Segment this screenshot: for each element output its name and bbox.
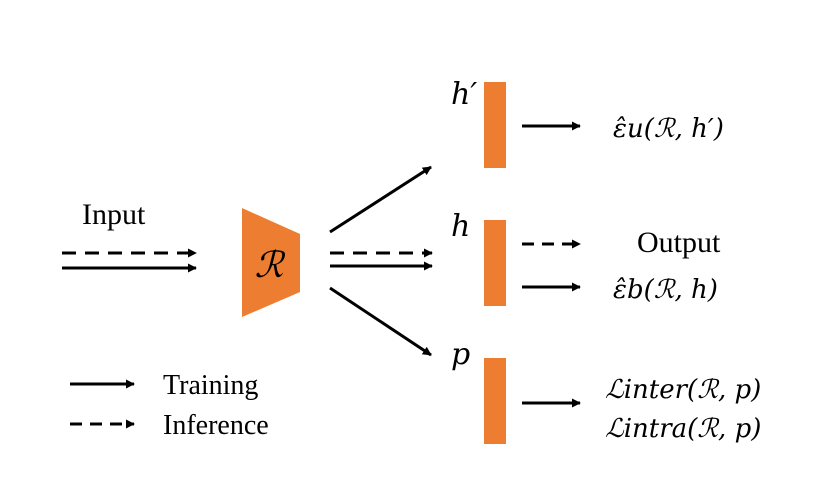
feature-bar-p xyxy=(484,358,506,444)
feature-bar-h-prime xyxy=(484,82,506,168)
encoder-block xyxy=(242,208,300,317)
output-label: Output xyxy=(637,226,721,259)
branch-arrow-to-h-prime xyxy=(329,165,432,234)
loss-intra-label: ℒintra(ℛ, p) xyxy=(605,414,761,444)
loss-eps-u-label: ε̂u(ℛ, h′) xyxy=(613,114,724,144)
feature-label-p: p xyxy=(451,337,470,372)
feature-label-h-prime: h′ xyxy=(451,77,477,112)
branch-arrow-to-p xyxy=(329,286,432,357)
loss-eps-b-label: ε̂b(ℛ, h) xyxy=(613,275,718,305)
encoder-symbol: ℛ xyxy=(255,245,286,286)
input-label: Input xyxy=(82,198,146,231)
legend-inference-label: Inference xyxy=(163,410,269,441)
feature-bar-h xyxy=(484,220,506,306)
feature-label-h: h xyxy=(451,209,470,244)
loss-inter-label: ℒinter(ℛ, p) xyxy=(605,375,761,405)
legend-training-label: Training xyxy=(163,370,258,401)
